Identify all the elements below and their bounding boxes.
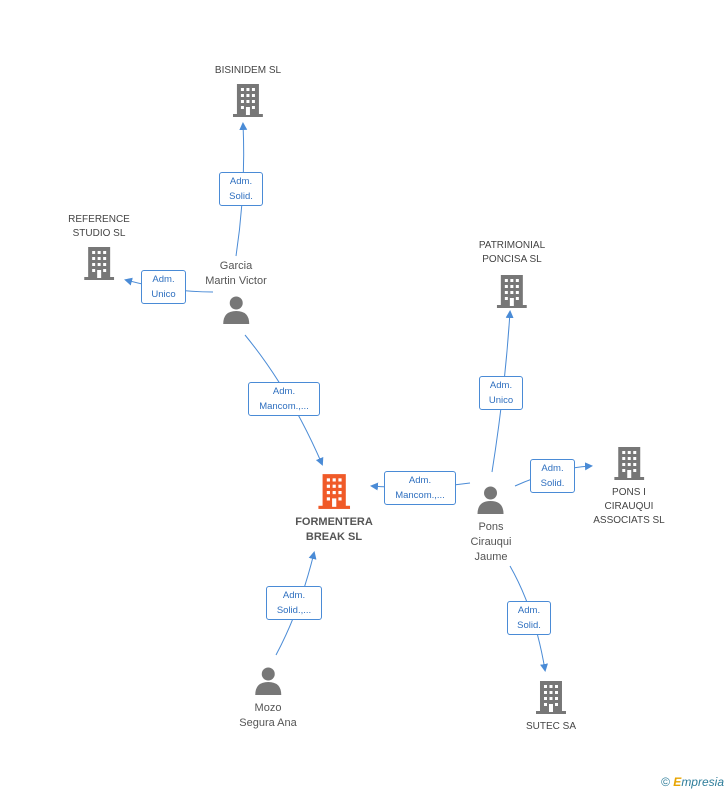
main-company-node-formentera-break[interactable]: FORMENTERA BREAK SL <box>295 472 373 545</box>
edge-label-garcia-formentera[interactable]: Adm. Mancom.,... <box>248 382 320 416</box>
company-label: BISINIDEM SL <box>214 65 282 76</box>
building-icon <box>613 447 644 480</box>
building-icon <box>535 681 566 714</box>
company-node-pons-cirauqui-associats[interactable]: PONS I CIRAUQUI ASSOCIATS SL <box>593 445 665 528</box>
person-node-garcia-martin-victor[interactable]: Garcia Martin Victor <box>205 259 267 330</box>
edge-label-pons-formentera[interactable]: Adm. Mancom.,... <box>384 471 456 505</box>
person-label: Garcia Martin Victor <box>205 260 267 287</box>
edge-label-garcia-reference[interactable]: Adm. Unico <box>141 270 186 304</box>
edge-label-pons-patrimonial[interactable]: Adm. Unico <box>479 376 523 410</box>
building-icon <box>497 275 527 308</box>
company-label: SUTEC SA <box>525 721 577 732</box>
watermark: © Empresia <box>661 775 724 789</box>
edge-label-garcia-bisinidem[interactable]: Adm. Solid. <box>219 172 263 206</box>
brand-name: mpresia <box>681 775 724 789</box>
edge-label-mozo-formentera[interactable]: Adm. Solid.,... <box>266 586 322 620</box>
building-icon <box>318 474 350 509</box>
copyright-symbol: © <box>661 775 670 789</box>
company-node-bisinidem[interactable]: BISINIDEM SL <box>215 64 281 123</box>
person-label: Pons Cirauqui Jaume <box>470 521 512 563</box>
person-icon <box>478 486 504 514</box>
company-label: REFERENCE STUDIO SL <box>68 214 130 239</box>
company-node-reference-studio[interactable]: REFERENCE STUDIO SL <box>68 213 130 286</box>
person-node-pons-cirauqui-jaume[interactable]: Pons Cirauqui Jaume <box>470 485 512 565</box>
person-icon <box>255 667 281 695</box>
edge-label-pons-sutec[interactable]: Adm. Solid. <box>507 601 551 635</box>
person-node-mozo-segura-ana[interactable]: Mozo Segura Ana <box>239 666 297 731</box>
person-icon <box>222 296 249 324</box>
main-company-label: FORMENTERA BREAK SL <box>295 516 373 543</box>
company-label: PONS I CIRAUQUI ASSOCIATS SL <box>593 487 665 526</box>
person-label: Mozo Segura Ana <box>239 702 297 729</box>
company-node-patrimonial-poncisa[interactable]: PATRIMONIAL PONCISA SL <box>479 239 545 314</box>
brand-initial: E <box>673 775 682 789</box>
edge-label-pons-associats[interactable]: Adm. Solid. <box>530 459 575 493</box>
building-icon <box>84 247 114 280</box>
company-label: PATRIMONIAL PONCISA SL <box>478 240 546 265</box>
company-node-sutec[interactable]: SUTEC SA <box>526 679 576 734</box>
building-icon <box>232 84 263 117</box>
